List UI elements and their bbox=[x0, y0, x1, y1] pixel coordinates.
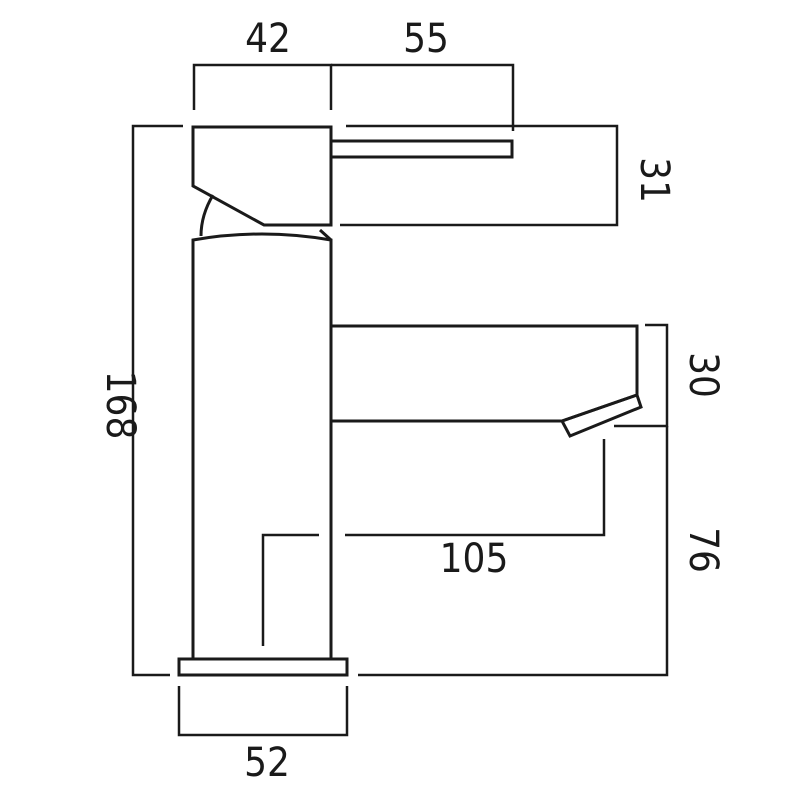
dim-base-width-line bbox=[177, 686, 349, 737]
cartridge-neck bbox=[199, 194, 215, 237]
spout bbox=[331, 324, 639, 423]
lever bbox=[331, 139, 514, 159]
dimension-labels: 42 55 31 30 76 168 105 52 bbox=[97, 16, 726, 786]
dim-spout-reach-line bbox=[261, 533, 319, 646]
body-collar bbox=[318, 228, 333, 242]
label-spout-clearance: 76 bbox=[680, 527, 726, 573]
dim-spout-height-line bbox=[614, 323, 669, 428]
body-column bbox=[191, 232, 333, 659]
dim-spout-reach-line-right bbox=[345, 439, 606, 537]
dim-handle-height-line bbox=[340, 124, 619, 227]
dim-handle-depth-line bbox=[192, 63, 333, 110]
dimension-lines bbox=[131, 63, 669, 737]
label-total-height: 168 bbox=[97, 371, 143, 440]
base-plate bbox=[177, 657, 349, 677]
dim-lever-length-line bbox=[331, 63, 515, 131]
tap-outline bbox=[177, 125, 643, 677]
dim-spout-clearance-line bbox=[358, 426, 669, 677]
label-spout-reach: 105 bbox=[440, 536, 509, 582]
label-base-width: 52 bbox=[244, 740, 290, 786]
spout-aerator bbox=[559, 393, 643, 438]
label-spout-height: 30 bbox=[680, 352, 726, 398]
dim-total-height-line bbox=[131, 124, 183, 677]
label-lever-length: 55 bbox=[403, 16, 449, 62]
label-handle-depth: 42 bbox=[245, 16, 291, 62]
label-handle-height: 31 bbox=[631, 157, 677, 203]
handle-block bbox=[191, 125, 333, 227]
